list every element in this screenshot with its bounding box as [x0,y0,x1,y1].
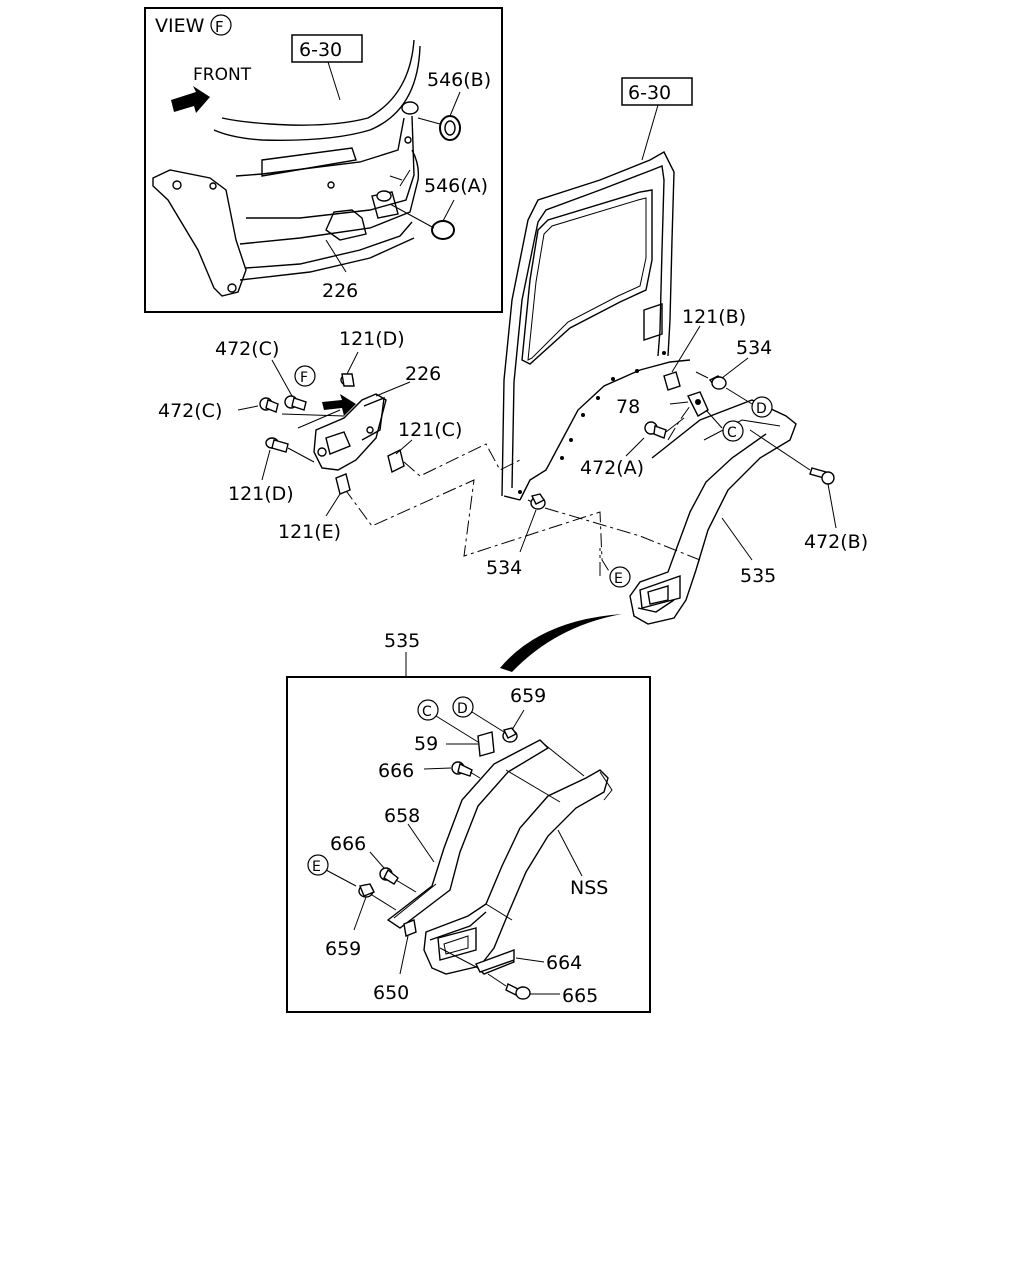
clip-121d-bottom [265,437,289,453]
view-f-frame [144,7,503,313]
ref-c-detail: C [422,704,432,720]
bolt-534-bottom [530,493,546,510]
ref-circle-e-main [609,566,631,588]
screw-665 [505,983,531,1000]
panel-658 [386,739,585,929]
bolt-659-top [502,727,518,743]
bolt-472b [809,467,835,485]
callout-535-main: 535 [740,565,776,587]
callout-666-mid: 666 [330,833,366,855]
ref-circle-e-detail [307,854,329,876]
leader-line-121c [403,443,521,477]
ref-box-6-30-view [291,34,363,63]
bolt-666-top [451,761,473,777]
view-label: VIEW [155,15,205,37]
detail-535-frame [286,676,651,1013]
ref-circle-c-detail [417,699,439,721]
ref-e-detail: E [312,859,321,875]
callout-534-top: 534 [736,337,772,359]
ref-630-main-text: 6-30 [628,82,671,104]
ref-c-main: C [727,425,737,441]
callout-472c-top: 472(C) [215,338,279,360]
callout-535-detail: 535 [384,630,420,652]
clip-121d-top [340,373,355,387]
detail-535-inset: NSS C D 659 59 666 658 [286,676,651,1013]
ref-box-6-30-main [621,77,693,106]
callout-226-main: 226 [405,363,441,385]
front-label: FRONT [193,65,252,85]
bolt-472c-top [284,395,307,411]
ref-circle-f-main [294,365,316,387]
callout-472a: 472(A) [580,457,644,479]
fender-535-main [629,399,797,625]
bolt-534-top [695,371,727,390]
callout-665: 665 [562,985,598,1007]
plug-546a [431,220,455,240]
clip-121e [335,473,351,495]
callout-226-view: 226 [322,280,358,302]
callout-78: 78 [616,396,640,418]
ref-circle-d-main [751,396,773,418]
view-f-cab-drawing [152,39,421,297]
bracket-226-assembly [281,393,387,471]
ref-circle-d-detail [452,696,474,718]
ref-f-main: F [300,370,308,386]
bolt-659-bottom [358,883,375,898]
callout-121d-bottom: 121(D) [228,483,294,505]
ref-e-main: E [614,571,623,587]
bolt-472c-left [259,397,279,413]
ref-circle-c-main [722,420,744,442]
callout-121e: 121(E) [278,521,341,543]
view-ref-letter: F [215,18,224,36]
clip-650 [403,919,417,937]
callout-472b: 472(B) [804,531,868,553]
main-assembly: 6-30 [158,77,868,672]
view-f-inset: VIEW F FRONT [144,7,503,313]
ref-d-main: D [756,401,767,417]
leader-line-e [343,479,613,577]
callout-121c: 121(C) [398,419,462,441]
cab-side-panel [501,151,691,501]
callout-659-top: 659 [510,685,546,707]
callout-658: 658 [384,805,420,827]
callout-121b: 121(B) [682,306,746,328]
ref-630-view-text: 6-30 [299,39,342,61]
view-ref-circle [210,14,232,36]
front-arrow-icon [171,86,210,113]
callout-659-bottom: 659 [325,938,361,960]
clip-121c [387,448,405,474]
ref-d-detail: D [457,701,468,717]
callout-nss: NSS [570,877,608,899]
callout-546b: 546(B) [427,69,491,91]
callout-664: 664 [546,952,582,974]
direction-arrow-icon [322,394,356,416]
clip-121b [663,371,681,391]
callout-121d-top: 121(D) [339,328,405,350]
clip-59 [477,731,495,757]
callout-666-top: 666 [378,760,414,782]
bolt-666-mid [379,867,399,885]
callout-546a: 546(A) [424,175,488,197]
callout-59: 59 [414,733,438,755]
callout-650: 650 [373,982,409,1004]
detail-pointer-arrow-icon [500,614,622,672]
fender-nss [423,769,613,975]
callout-534-bottom: 534 [486,557,522,579]
callout-472c-left: 472(C) [158,400,222,422]
bolt-472a [644,421,667,439]
